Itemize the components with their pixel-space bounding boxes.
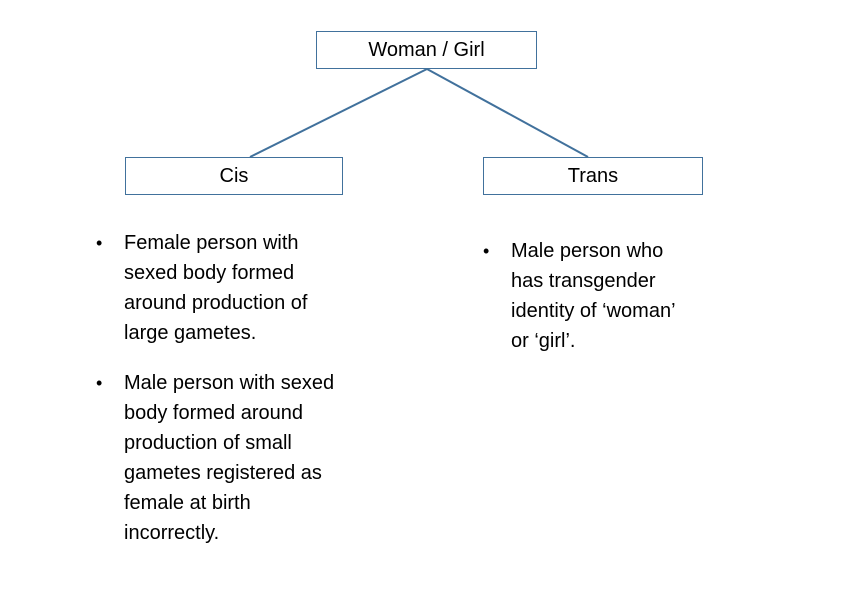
node-woman-girl: Woman / Girl <box>316 31 537 69</box>
node-trans-label: Trans <box>567 165 619 187</box>
cis-bullet-2-text: Male person with sexed body formed aroun… <box>124 372 335 544</box>
trans-bullet-1-text: Male person who has transgender identity… <box>511 240 676 352</box>
list-item: • Male person who has transgender identi… <box>483 236 723 356</box>
trans-bullet-list: • Male person who has transgender identi… <box>483 236 723 356</box>
connector-root-to-trans <box>426 68 589 158</box>
list-item: • Female person with sexed body formed a… <box>96 228 396 348</box>
bullet-icon: • <box>483 241 490 261</box>
connector-root-to-cis <box>249 68 428 158</box>
node-cis-label: Cis <box>219 165 249 187</box>
cis-bullet-list: • Female person with sexed body formed a… <box>96 228 396 548</box>
cis-bullet-1-text: Female person with sexed body formed aro… <box>124 232 308 344</box>
node-woman-girl-label: Woman / Girl <box>368 39 485 61</box>
list-item: • Male person with sexed body formed aro… <box>96 368 396 548</box>
node-cis: Cis <box>125 157 343 195</box>
node-trans: Trans <box>483 157 703 195</box>
bullet-icon: • <box>96 373 103 393</box>
bullet-icon: • <box>96 233 103 253</box>
